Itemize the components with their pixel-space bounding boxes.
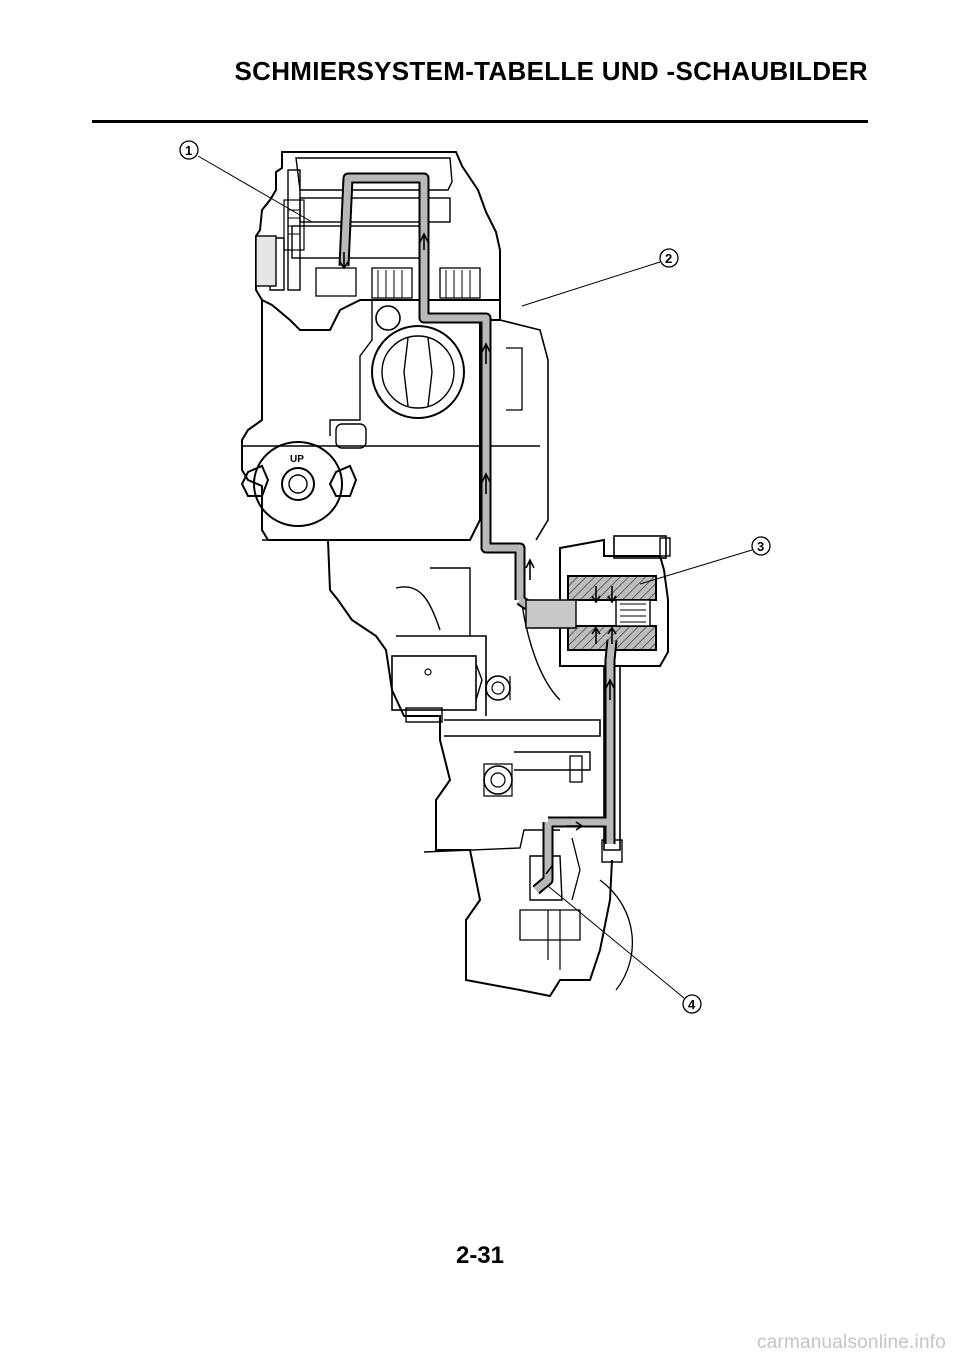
callout-1: 1 <box>179 140 313 223</box>
oil-path <box>338 172 618 895</box>
callout-4: 4 <box>547 885 702 1014</box>
page-title: SCHMIERSYSTEM-TABELLE UND -SCHAUBILDER <box>234 56 868 86</box>
up-mark-label: UP <box>290 454 304 465</box>
crankcase <box>327 539 633 998</box>
lubrication-diagram: UP <box>179 140 771 1014</box>
carburetor-body <box>241 300 549 541</box>
cylinder-head <box>255 151 501 331</box>
callout-4-label: 4 <box>688 997 696 1012</box>
callout-2: 2 <box>521 248 679 307</box>
flow-arrows <box>339 232 617 875</box>
callout-1-label: 1 <box>185 143 192 158</box>
up-flange <box>240 441 358 527</box>
callout-3-label: 3 <box>757 539 764 554</box>
page-number: 2-31 <box>455 1242 505 1269</box>
watermark: carmanualsonline.info <box>756 1332 946 1353</box>
title-divider <box>92 120 868 123</box>
callout-3: 3 <box>639 536 771 585</box>
callout-2-label: 2 <box>665 251 672 266</box>
